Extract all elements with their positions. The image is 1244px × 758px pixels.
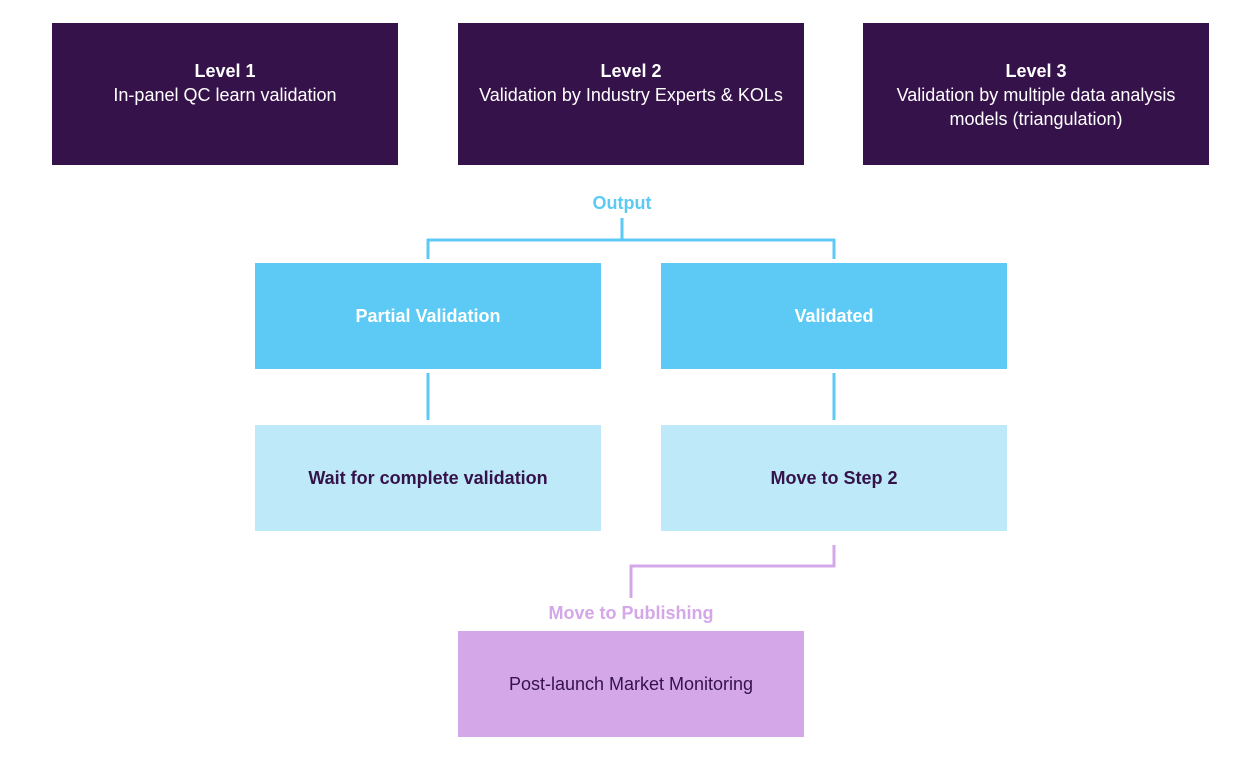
- level-3-title: Level 3: [1005, 61, 1067, 81]
- partial-validation-box: Partial Validation: [255, 263, 601, 369]
- partial-validation-label: Partial Validation: [355, 305, 501, 326]
- level-1-title: Level 1: [194, 61, 256, 81]
- validated-label: Validated: [794, 305, 874, 326]
- validated-box: Validated: [661, 263, 1007, 369]
- post-launch-monitoring-label: Post-launch Market Monitoring: [508, 673, 754, 694]
- wait-for-validation-box: Wait for complete validation: [255, 425, 601, 531]
- level-2-description: Validation by Industry Experts & KOLs: [479, 85, 783, 105]
- move-to-step2-label: Move to Step 2: [770, 467, 898, 488]
- level-3-description: Validation by multiple data analysis mod…: [896, 85, 1176, 129]
- move-to-step2-box: Move to Step 2: [661, 425, 1007, 531]
- move-to-publishing-label: Move to Publishing: [548, 603, 714, 623]
- post-launch-monitoring-box: Post-launch Market Monitoring: [458, 631, 804, 737]
- wait-for-validation-label: Wait for complete validation: [308, 467, 548, 488]
- level-1-box: Level 1 In-panel QC learn validation: [52, 23, 398, 165]
- level-2-title: Level 2: [600, 61, 662, 81]
- level-1-description: In-panel QC learn validation: [113, 85, 337, 105]
- output-label: Output: [592, 193, 652, 213]
- level-2-box: Level 2 Validation by Industry Experts &…: [458, 23, 804, 165]
- step2-to-publishing-line: [629, 545, 836, 598]
- level-3-box: Level 3 Validation by multiple data anal…: [863, 23, 1209, 165]
